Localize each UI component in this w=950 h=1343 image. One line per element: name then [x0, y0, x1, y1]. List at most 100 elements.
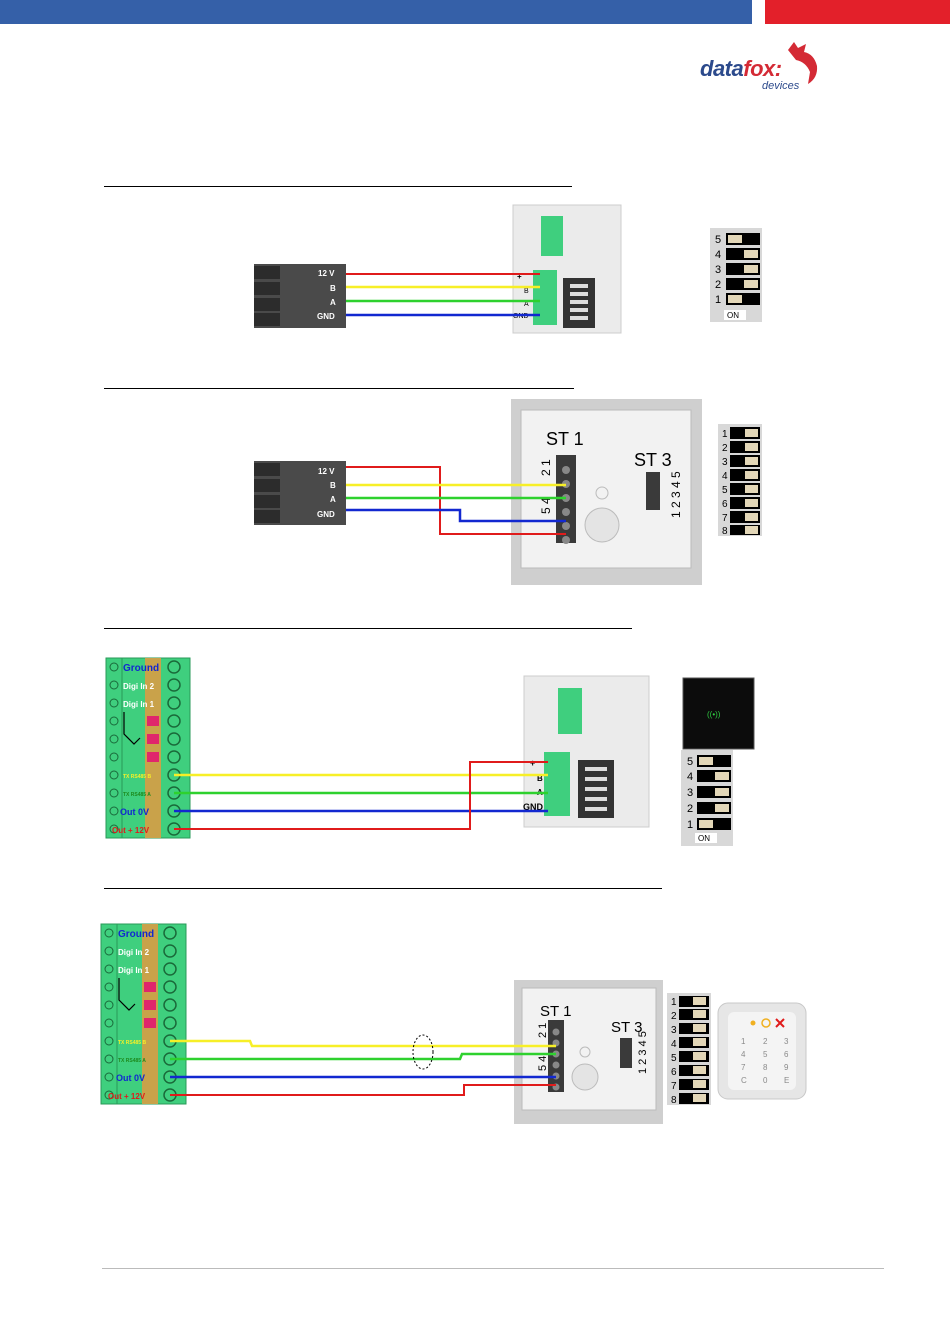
dip3-rows	[697, 755, 731, 830]
datafox-logo: datafox: devices	[700, 40, 820, 96]
term4-out-0v: Out 0V	[116, 1073, 145, 1083]
st1-nums-4: 2 1	[537, 1023, 549, 1038]
dip4-label-5: 5	[671, 1053, 677, 1064]
dip4-label-6: 6	[671, 1067, 677, 1078]
dip3-label-5: 5	[687, 756, 693, 768]
module-photo-1: + B A GND	[512, 204, 622, 334]
st3-nums-2: 1 2 3 4 5	[669, 471, 683, 518]
dip1-on-label: ON	[727, 311, 739, 320]
plug1-pin-12v: 12 V	[318, 269, 335, 278]
key-4: 4	[741, 1050, 746, 1059]
dip4-rows	[679, 996, 709, 1104]
term3-tx-b: TX RS485 B	[123, 774, 151, 780]
term3-ground: Ground	[123, 663, 159, 674]
keypad-reader-photo-4: 1 2 3 4 5 6 7 8 9 C 0 E	[717, 1002, 807, 1100]
st3-label-4: ST 3	[611, 1019, 642, 1036]
plug-connector-1: 12 V B A GND	[254, 264, 346, 328]
st1-label-4: ST 1	[540, 1003, 571, 1020]
terminal4-relay-marks	[144, 982, 156, 1028]
dip3-label-2: 2	[687, 803, 693, 815]
section-rule-2	[104, 388, 574, 389]
plug1-pin-a: A	[330, 298, 336, 307]
dip4-label-3: 3	[671, 1025, 677, 1036]
dip1-label-2: 2	[715, 279, 721, 291]
plug-connector-2: 12 V B A GND	[254, 461, 346, 525]
key-9: 9	[784, 1063, 789, 1072]
terminal3-relay-marks	[147, 716, 159, 762]
term3-digi-in-1: Digi In 1	[123, 700, 155, 709]
dip1-label-3: 3	[715, 264, 721, 276]
key-3: 3	[784, 1037, 789, 1046]
dip3-label-4: 4	[687, 771, 693, 783]
dip4-label-1: 1	[671, 997, 677, 1008]
dip4-label-7: 7	[671, 1081, 677, 1092]
reader3-glyph: ((•))	[707, 710, 721, 719]
dip2-label-8: 8	[722, 526, 728, 537]
dip3-label-3: 3	[687, 787, 693, 799]
dip2-label-2: 2	[722, 443, 728, 454]
fox-logo-icon	[788, 42, 818, 84]
logo-word: datafox:	[700, 56, 782, 82]
dip2-label-1: 1	[722, 429, 728, 440]
dip1-label-4: 4	[715, 249, 721, 261]
diagram-2: 12 V B A GND ST 1 2 1 5 4 ST 3 1 2 3 4 5	[254, 399, 762, 585]
plug2-pin-a: A	[330, 495, 336, 504]
diagram-1: 12 V B A GND + B A GND	[254, 204, 762, 334]
mod3-pin-b: B	[537, 774, 543, 783]
mod3-pin-gnd: GND	[523, 802, 544, 812]
dip1-rows	[726, 233, 760, 305]
diagram-4: Ground Digi In 2 Digi In 1 TX RS485 B TX…	[100, 923, 807, 1124]
term4-tx-a: TX RS485 A	[118, 1058, 146, 1064]
dip2-label-3: 3	[722, 457, 728, 468]
section-rule-4	[104, 888, 662, 889]
key-1: 1	[741, 1037, 746, 1046]
reader-base-photo-4: ST 1 2 1 5 4 ST 3 1 2 3 4 5	[514, 980, 663, 1124]
st1-label-2: ST 1	[546, 429, 584, 449]
keypad-keys: 1 2 3 4 5 6 7 8 9 C 0 E	[741, 1037, 789, 1085]
dip2-label-4: 4	[722, 471, 728, 482]
terminal3-holes	[109, 662, 119, 834]
plug2-pin-b: B	[330, 481, 336, 490]
dip3-label-1: 1	[687, 819, 693, 831]
header-bar-blue	[0, 0, 752, 24]
wires-2	[346, 466, 566, 535]
header-bar-red	[765, 0, 950, 24]
dip4-label-4: 4	[671, 1039, 677, 1050]
dip-switch-1: 5 4 3 2 1 ON	[710, 228, 762, 322]
term3-digi-in-2: Digi In 2	[123, 682, 155, 691]
module-photo-3: + B A GND	[523, 675, 650, 828]
term4-tx-b: TX RS485 B	[118, 1040, 146, 1046]
mod1-pin-plus: +	[517, 272, 522, 281]
dip4-label-8: 8	[671, 1095, 677, 1106]
logo-word-red: fox:	[743, 56, 782, 81]
footer-rule	[102, 1268, 884, 1269]
term4-ground: Ground	[118, 929, 154, 940]
term4-out-12v: Out + 12V	[108, 1092, 146, 1101]
mod1-pin-b: B	[524, 288, 529, 295]
dip2-rows	[730, 427, 760, 535]
key-8: 8	[763, 1063, 768, 1072]
wires-3	[174, 761, 548, 830]
key-0: 0	[763, 1076, 768, 1085]
term3-tx-a: TX RS485 A	[123, 792, 151, 798]
mod1-pin-gnd: GND	[513, 313, 529, 320]
plug1-pin-b: B	[330, 284, 336, 293]
key-5: 5	[763, 1050, 768, 1059]
dip-switch-2: 1 2 3 4 5 6 7 8	[718, 424, 762, 537]
logo-word-dark: data	[700, 56, 744, 81]
st3-label-2: ST 3	[634, 450, 672, 470]
term4-digi-in-1: Digi In 1	[118, 966, 150, 975]
st1-nums2-2: 5 4	[539, 497, 553, 514]
plug2-pin-gnd: GND	[317, 510, 335, 519]
dip3-on-label: ON	[698, 834, 710, 843]
st3-nums-4: 1 2 3 4 5	[637, 1031, 649, 1074]
logo-sub: devices	[762, 80, 800, 92]
section-rule-3	[104, 628, 632, 629]
section-rule-1	[104, 186, 572, 187]
dip2-label-7: 7	[722, 513, 728, 524]
key-7: 7	[741, 1063, 746, 1072]
twisted-pair-marker	[412, 1034, 434, 1070]
dip-switch-3: 5 4 3 2 1 ON	[681, 750, 733, 846]
plug1-pin-gnd: GND	[317, 312, 335, 321]
